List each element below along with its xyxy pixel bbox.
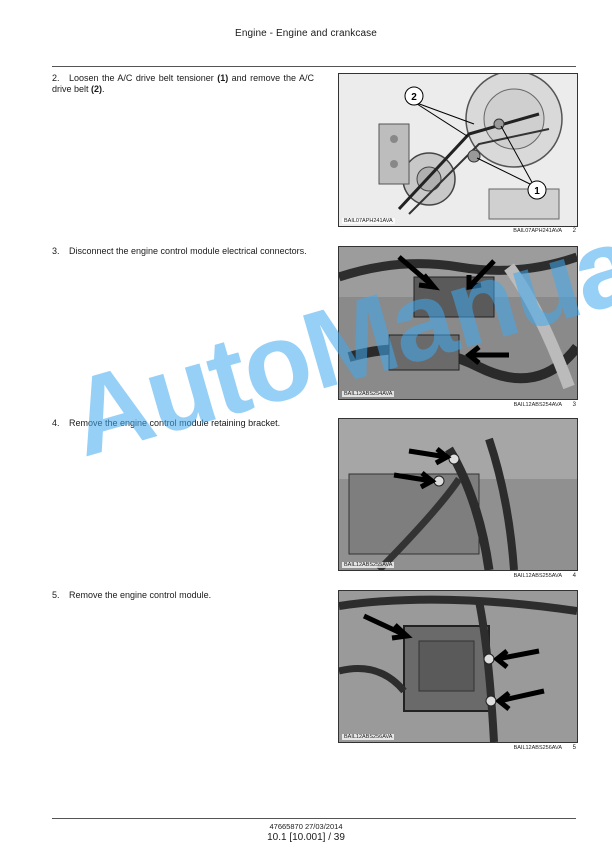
figure-caption: BAIL12ABS254AVA 3 — [338, 402, 576, 408]
step-5: 5. Remove the engine control module. — [52, 590, 314, 601]
ecm-connectors-photo — [339, 247, 577, 399]
step-text: Loosen the A/C drive belt tensioner (1) … — [52, 73, 315, 94]
step-number: 3. — [52, 246, 60, 256]
caption-number: 4 — [572, 573, 576, 579]
figure-caption: BAIL12ABS256AVA 5 — [338, 745, 576, 751]
engine-belt-illustration: 2 1 — [339, 74, 577, 226]
figure-caption: BAIL12ABS255AVA 4 — [338, 573, 576, 579]
caption-code: BAIL12ABS254AVA — [513, 402, 562, 408]
caption-code: BAIL12ABS256AVA — [513, 745, 562, 751]
step-3: 3. Disconnect the engine control module e… — [52, 246, 314, 257]
figure-ecm-connectors: BAIL12ABS254AVA — [338, 246, 578, 400]
caption-number: 3 — [572, 402, 576, 408]
caption-number: 5 — [572, 745, 576, 751]
caption-number: 2 — [572, 228, 576, 234]
footer-doc-ref: 47665870 27/03/2014 — [269, 822, 343, 831]
step-number: 5. — [52, 590, 60, 600]
footer-rule — [52, 818, 576, 819]
figure-ecm-bracket: BAIL12ABS255AVA — [338, 418, 578, 571]
callout-1: 1 — [534, 186, 540, 197]
step-2: 2.Loosen the A/C drive belt tensioner (1… — [52, 73, 314, 95]
figure-ecm-removal: BAIL12ABS256AVA — [338, 590, 578, 743]
step-text: Remove the engine control module retaini… — [69, 418, 281, 428]
figure-code: BAIL12ABS255AVA — [342, 562, 395, 568]
ecm-bracket-photo — [339, 419, 577, 570]
figure-caption: BAIL07APH241AVA 2 — [338, 228, 576, 234]
footer-page-number: 10.1 [10.001] / 39 — [267, 832, 345, 843]
step-4: 4. Remove the engine control module retai… — [52, 418, 314, 429]
figure-code: BAIL07APH241AVA — [342, 218, 395, 224]
caption-code: BAIL07APH241AVA — [513, 228, 562, 234]
page-header: Engine - Engine and crankcase — [235, 28, 377, 39]
header-rule — [52, 66, 576, 67]
step-text: Remove the engine control module. — [69, 590, 212, 600]
step-number: 4. — [52, 418, 60, 428]
callout-2: 2 — [411, 92, 417, 103]
ecm-removal-photo — [339, 591, 577, 742]
caption-code: BAIL12ABS255AVA — [513, 573, 562, 579]
step-text: Disconnect the engine control module ele… — [69, 246, 307, 256]
step-number: 2. — [52, 73, 60, 83]
figure-belt-tensioner: 2 1 BAIL07APH241AVA — [338, 73, 578, 227]
figure-code: BAIL12ABS254AVA — [342, 391, 395, 397]
figure-code: BAIL12ABS256AVA — [342, 734, 395, 740]
